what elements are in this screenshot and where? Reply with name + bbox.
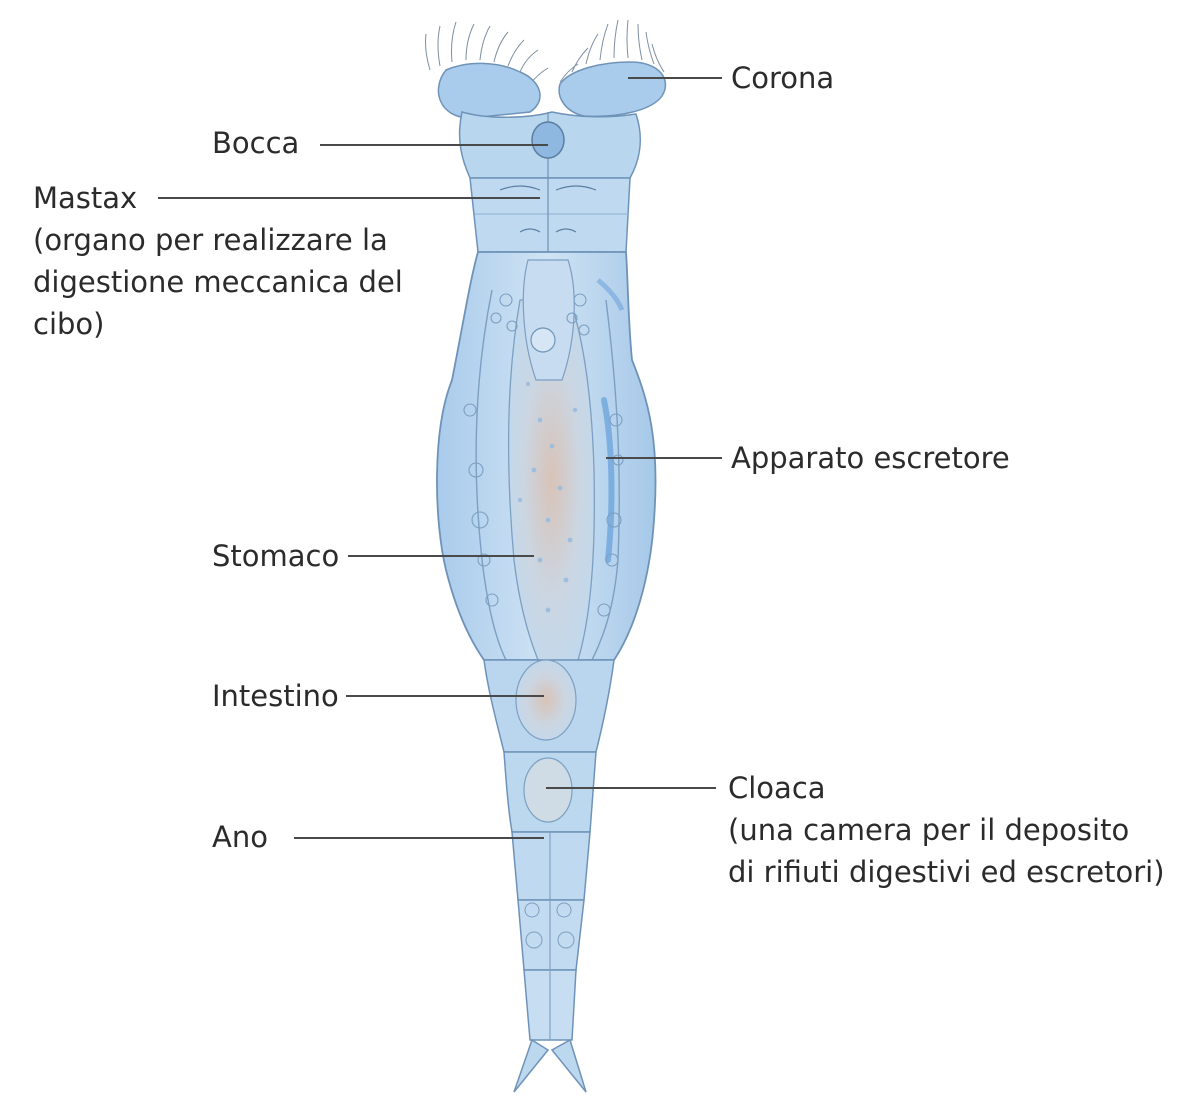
label-cloaca-note-2: di rifiuti digestivi ed escretori): [728, 855, 1165, 889]
label-mastax-name: Mastax: [33, 181, 138, 215]
label-corona: Corona: [731, 61, 835, 95]
label-mastax-note-3: cibo): [33, 307, 105, 341]
trunk: [436, 251, 657, 661]
label-ano: Ano: [212, 820, 268, 854]
corona-lobes: [437, 61, 667, 119]
label-mastax-note-1: (organo per realizzare la: [33, 223, 388, 257]
label-mastax: Mastax (organo per realizzare la digesti…: [33, 177, 403, 345]
leader-lines: [158, 77, 722, 839]
head: [458, 111, 641, 260]
label-cloaca-note-1: (una camera per il deposito: [728, 813, 1130, 847]
foot: [483, 659, 615, 1093]
label-cloaca: Cloaca (una camera per il deposito di ri…: [728, 767, 1165, 893]
label-cloaca-name: Cloaca: [728, 771, 826, 805]
label-bocca: Bocca: [212, 126, 300, 160]
label-intestino: Intestino: [212, 679, 339, 713]
corona-cilia: [425, 19, 665, 85]
label-mastax-note-2: digestione meccanica del: [33, 265, 403, 299]
label-stomaco: Stomaco: [212, 539, 340, 573]
label-apparato-escretore: Apparato escretore: [731, 441, 1010, 475]
